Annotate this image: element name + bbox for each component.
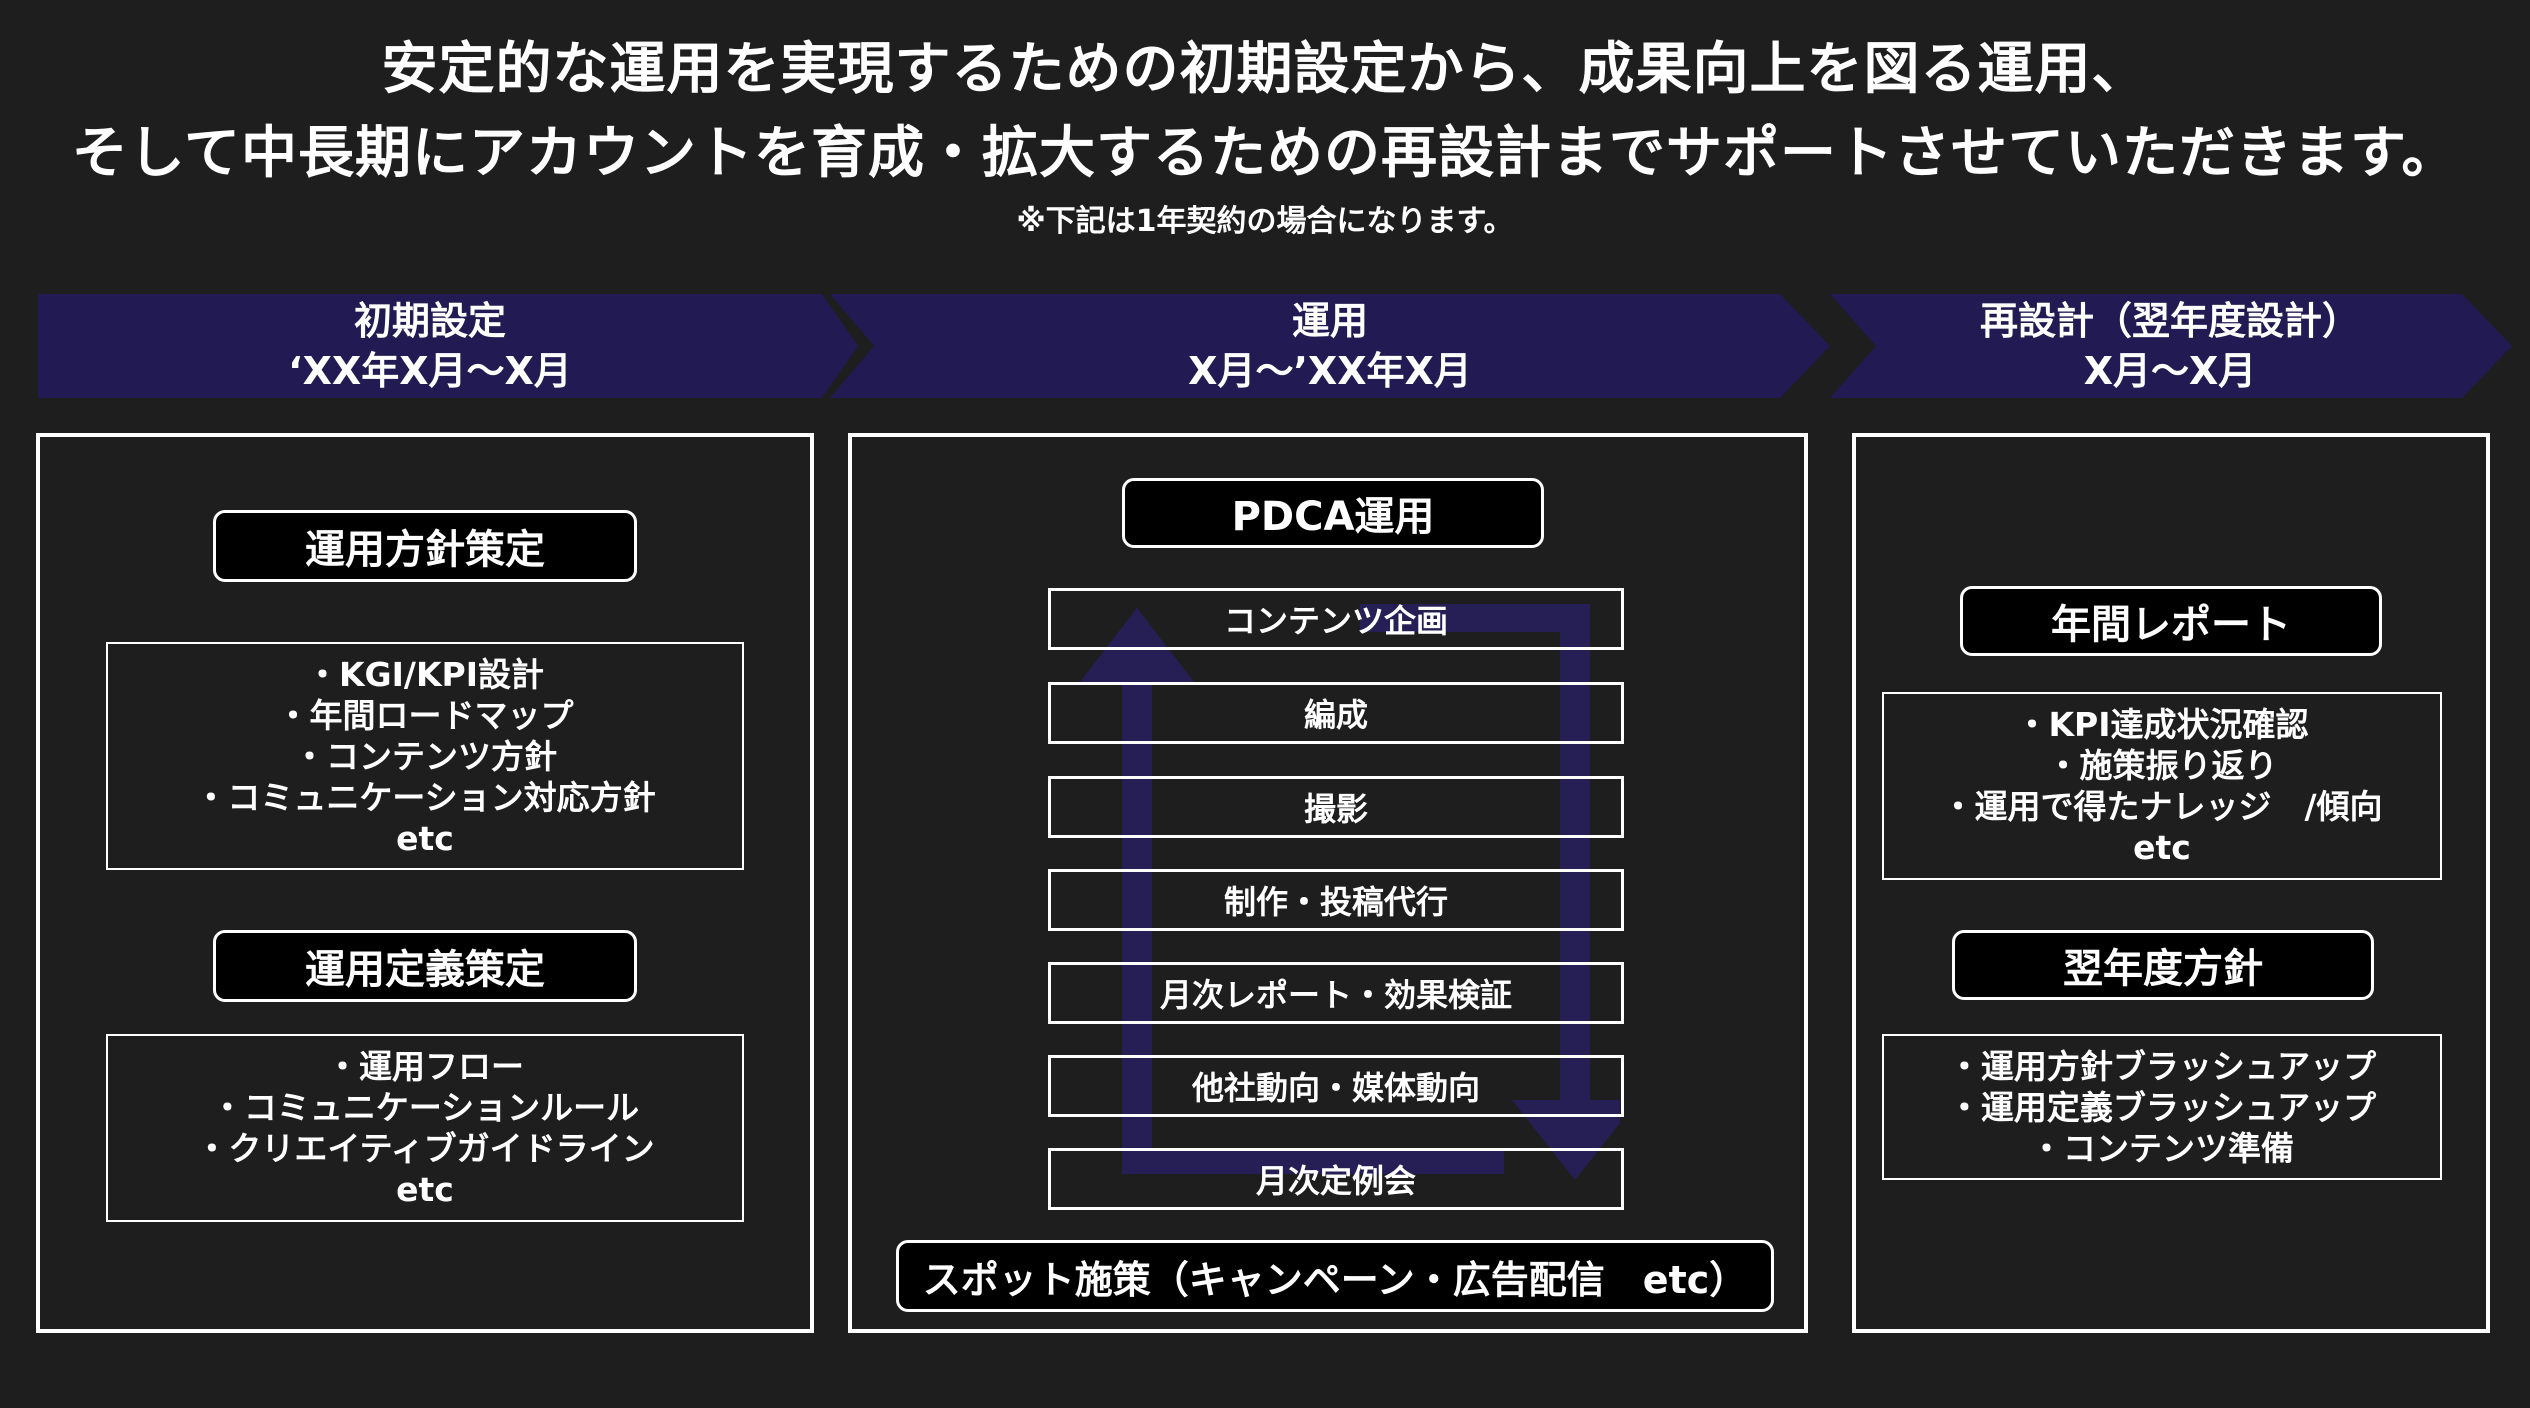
list-item: ・運用方針ブラッシュアップ [1947,1046,2377,1086]
phase-title-redesign: 再設計（翌年度設計） [1979,299,2360,343]
headline-line-2: そして中長期にアカウントを育成・拡大するための再設計までサポートさせていただきま… [71,121,2459,186]
phase-period-operation: X月～’XX年X月 [1188,349,1472,393]
phase-chevron-operation [830,294,1830,398]
panel-redesign [1852,433,2490,1333]
cycle-arrow-top [1360,604,1590,632]
panel-initial [36,433,814,1333]
operation-definition-list: ・運用フロー ・コミュニケーションルール ・クリエイティブガイドライン etc [106,1034,744,1222]
list-item: ・コンテンツ方針 [293,736,557,776]
heading-pdca: PDCA運用 [1122,478,1544,548]
pdca-step-scheduling: 編成 [1048,682,1624,744]
phase-title-initial: 初期設定 [353,299,506,343]
next-year-policy-list: ・運用方針ブラッシュアップ ・運用定義ブラッシュアップ ・コンテンツ準備 [1882,1034,2442,1180]
phase-chevron-redesign [1830,294,2512,398]
phase-chevron-bar [38,294,2512,398]
list-item: ・クリエイティブガイドライン [195,1129,655,1168]
annual-report-list: ・KPI達成状況確認 ・施策振り返り ・運用で得たナレッジ /傾向 etc [1882,692,2442,880]
list-item: ・コミュニケーションルール [210,1088,640,1127]
list-item: ・施策振り返り [2046,746,2278,785]
heading-annual-report: 年間レポート [1960,586,2382,656]
cycle-arrow-up-head [1080,608,1194,682]
cycle-arrow-down-shaft [1560,604,1590,1102]
pdca-step-monthly-meeting: 月次定例会 [1048,1148,1624,1210]
list-item: ・コンテンツ準備 [2030,1128,2294,1168]
contract-note: ※下記は1年契約の場合になります。 [1016,204,1514,239]
heading-operation-definition: 運用定義策定 [213,930,637,1002]
list-item: etc [2133,828,2191,867]
pdca-step-monthly-report: 月次レポート・効果検証 [1048,962,1624,1024]
pdca-step-competitor-trends: 他社動向・媒体動向 [1048,1055,1624,1117]
phase-period-initial: ‘XX年X月～X月 [288,349,572,393]
operation-policy-list: ・KGI/KPI設計 ・年間ロードマップ ・コンテンツ方針 ・コミュニケーション… [106,642,744,870]
list-item: etc [396,818,454,858]
list-item: ・KPI達成状況確認 [2015,705,2309,744]
pdca-cycle-arrows [1080,604,1620,1180]
heading-next-year-policy: 翌年度方針 [1952,930,2374,1000]
phase-label-initial: 初期設定 ‘XX年X月～X月 [60,294,800,398]
phase-label-redesign: 再設計（翌年度設計） X月～X月 [1880,294,2460,398]
list-item: ・KGI/KPI設計 [305,654,545,694]
cycle-arrow-bottom [1122,1148,1504,1174]
list-item: ・運用定義ブラッシュアップ [1947,1087,2377,1127]
panel-operation [848,433,1808,1333]
list-item: etc [396,1170,454,1209]
phase-label-operation: 運用 X月～’XX年X月 [880,294,1780,398]
heading-operation-policy: 運用方針策定 [213,510,637,582]
cycle-arrow-up-shaft [1122,680,1152,1172]
list-item: ・年間ロードマップ [276,695,574,735]
phase-chevron-initial [38,294,858,398]
spot-measures: スポット施策（キャンペーン・広告配信 etc） [896,1240,1774,1312]
phase-title-operation: 運用 [1291,299,1368,343]
pdca-step-shooting: 撮影 [1048,776,1624,838]
phase-period-redesign: X月～X月 [2083,349,2257,393]
list-item: ・運用フロー [326,1047,524,1086]
list-item: ・コミュニケーション対応方針 [194,777,656,817]
cycle-arrow-down-head [1512,1100,1620,1180]
headline-line-1: 安定的な運用を実現するための初期設定から、成果向上を図る運用、 [381,37,2149,102]
pdca-step-production-posting: 制作・投稿代行 [1048,869,1624,931]
list-item: ・運用で得たナレッジ /傾向 [1941,787,2383,826]
pdca-step-content-planning: コンテンツ企画 [1048,588,1624,650]
